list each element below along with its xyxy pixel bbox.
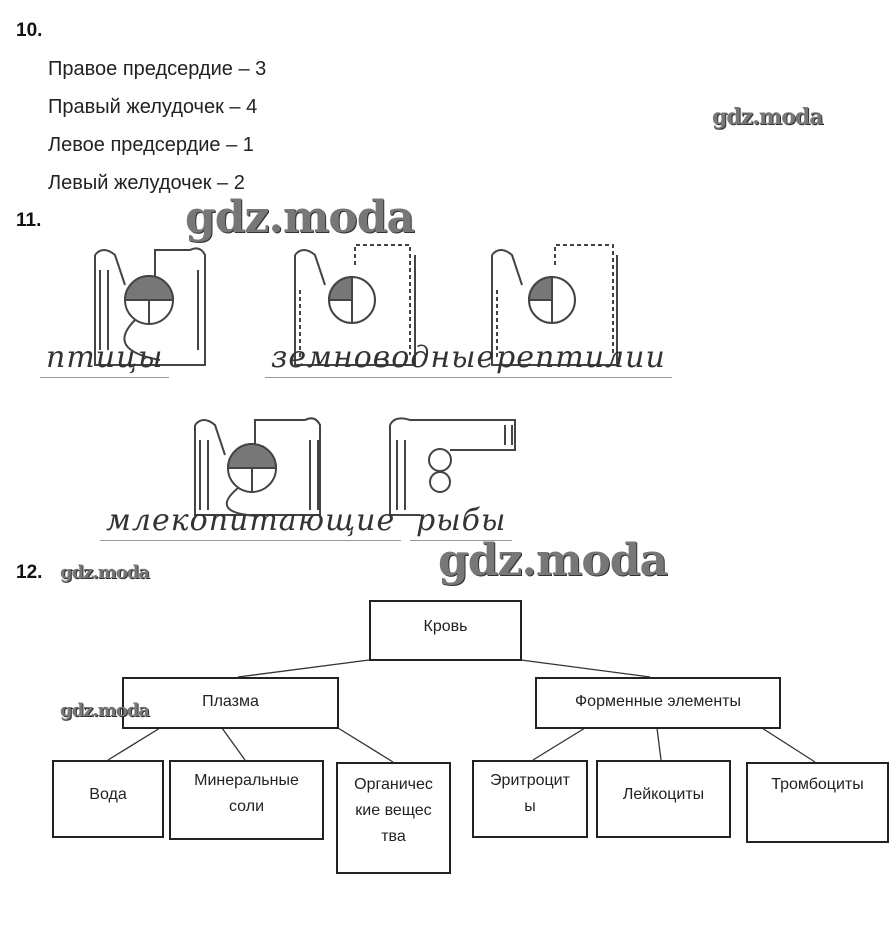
node-mineral-salts: Минеральные соли	[169, 760, 324, 840]
watermark: gdz.moda	[60, 700, 150, 721]
answer-line: Левый желудочек – 2	[48, 172, 245, 194]
question-number-10: 10.	[16, 20, 43, 41]
connector-line	[221, 727, 246, 761]
node-label: Эритроциты	[490, 772, 570, 815]
watermark: gdz.moda	[438, 535, 668, 586]
label-amphibians: земноводные	[265, 340, 502, 378]
node-formed-elements: Форменные элементы	[535, 677, 781, 729]
connector-line	[761, 727, 816, 763]
answer-line: Правый желудочек – 4	[48, 96, 258, 118]
amphibian-circulation-diagram	[294, 244, 416, 366]
node-thrombocytes: Тромбоциты	[746, 762, 889, 843]
circulation-diagrams	[94, 244, 618, 517]
connector-line	[520, 659, 651, 678]
watermark: gdz.moda	[60, 562, 150, 583]
question-number-11: 11.	[16, 210, 42, 231]
label-birds: птицы	[40, 340, 170, 378]
connector-line	[656, 727, 662, 761]
answer-line: Левое предсердие – 1	[48, 134, 254, 156]
connector-line	[237, 659, 370, 678]
label-reptiles: рептилии	[490, 340, 672, 378]
node-leukocytes: Лейкоциты	[596, 760, 731, 838]
mammal-circulation-diagram	[194, 417, 321, 517]
node-label: Вода	[89, 786, 127, 803]
node-erythrocytes: Эритроциты	[472, 760, 588, 838]
connector-line	[107, 727, 161, 761]
node-label: Кровь	[423, 618, 468, 635]
watermark: gdz.moda	[712, 104, 824, 130]
node-label: Тромбоциты	[771, 776, 864, 793]
node-organic-substances: Органические вещества	[336, 762, 451, 874]
bird-circulation-diagram	[94, 247, 206, 366]
reptile-circulation-diagram	[491, 244, 618, 366]
answer-line: Правое предсердие – 3	[48, 58, 267, 80]
label-mammals: млекопитающие	[100, 503, 402, 541]
connector-line	[337, 727, 394, 763]
node-label: Лейкоциты	[622, 786, 705, 803]
node-blood: Кровь	[369, 600, 522, 661]
node-label: Органические вещества	[354, 776, 433, 845]
label-fish: рыбы	[410, 503, 513, 541]
fish-circulation-diagram	[389, 417, 516, 516]
node-label: Плазма	[202, 693, 259, 710]
node-label: Минеральные соли	[194, 772, 299, 815]
node-water: Вода	[52, 760, 164, 838]
node-plasma: Плазма	[122, 677, 339, 729]
node-label: Форменные элементы	[575, 693, 741, 710]
question-number-12: 12.	[16, 562, 43, 583]
watermark: gdz.moda	[185, 192, 415, 243]
connector-line	[532, 727, 586, 761]
